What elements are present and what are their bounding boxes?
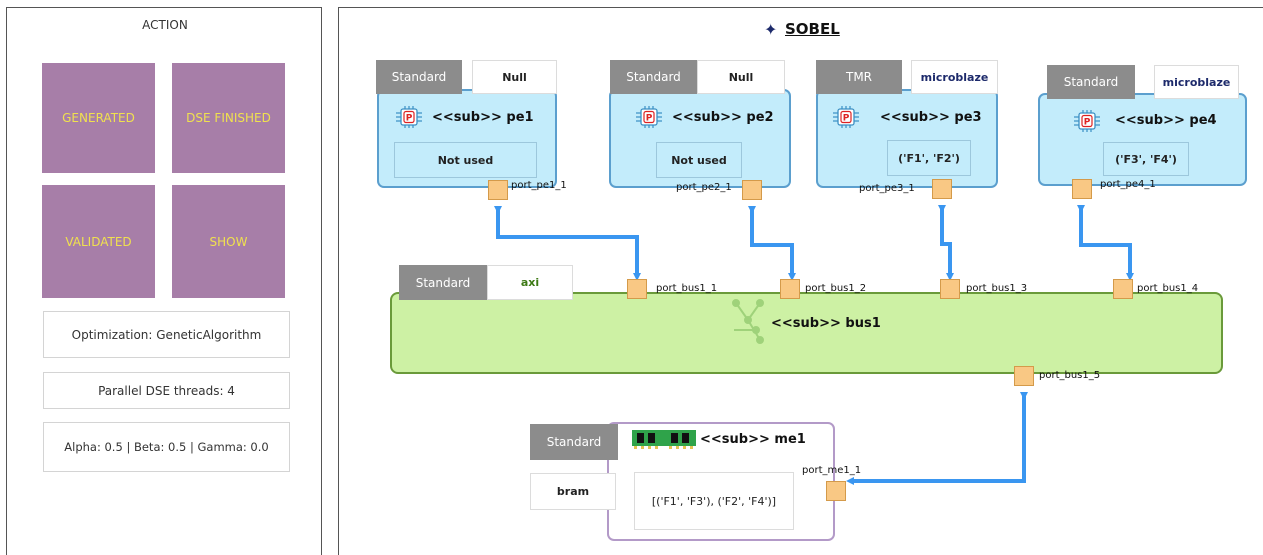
pe2-content: Not used xyxy=(656,142,742,178)
connector-pe1-bus1 xyxy=(494,206,641,281)
pe2-name: <<sub>> pe2 xyxy=(672,110,774,125)
dse-threads-info: Parallel DSE threads: 4 xyxy=(43,372,290,409)
generated-button[interactable]: GENERATED xyxy=(42,63,155,173)
show-button[interactable]: SHOW xyxy=(172,185,285,298)
me1-port-label: port_me1_1 xyxy=(802,465,862,476)
pe1-port[interactable] xyxy=(488,180,508,200)
pe4-type-tag: Standard xyxy=(1047,65,1135,99)
pe3-content: ('F1', 'F2') xyxy=(887,140,971,176)
pe2-impl-tag: Null xyxy=(697,60,785,94)
svg-text:P: P xyxy=(843,114,850,124)
me1-impl-tag: bram xyxy=(530,473,616,510)
pe4-port-label: port_pe4_1 xyxy=(1100,179,1156,190)
svg-text:P: P xyxy=(406,114,413,124)
processor-chip-icon: P xyxy=(396,106,422,128)
dse-finished-button[interactable]: DSE FINISHED xyxy=(172,63,285,173)
processor-chip-icon: P xyxy=(833,106,859,128)
diagram-title: SOBEL xyxy=(785,20,840,38)
pe4-name: <<sub>> pe4 xyxy=(1115,113,1217,128)
bus1-port-5-label: port_bus1_5 xyxy=(1039,370,1101,381)
pe2-type-tag: Standard xyxy=(610,60,697,94)
pe4-content: ('F3', 'F4') xyxy=(1103,142,1189,176)
bus1-port-3[interactable] xyxy=(940,279,960,299)
pe3-type-tag: TMR xyxy=(816,60,902,94)
pe3-name: <<sub>> pe3 xyxy=(880,110,982,125)
action-panel: ACTION GENERATED DSE FINISHED VALIDATED … xyxy=(6,7,322,555)
pe1-type-tag: Standard xyxy=(376,60,462,94)
bus1-node[interactable] xyxy=(390,292,1223,374)
pe1-impl-tag: Null xyxy=(472,60,557,94)
memory-module-icon xyxy=(632,430,696,449)
me1-name: <<sub>> me1 xyxy=(700,432,806,447)
bus1-port-5[interactable] xyxy=(1014,366,1034,386)
bus1-name: <<sub>> bus1 xyxy=(771,316,881,331)
connector-bus1-me1 xyxy=(846,392,1028,485)
me1-port[interactable] xyxy=(826,481,846,501)
bus1-port-1[interactable] xyxy=(627,279,647,299)
svg-text:P: P xyxy=(1084,118,1091,128)
pe1-port-label: port_pe1_1 xyxy=(511,180,567,191)
me1-type-tag: Standard xyxy=(530,424,618,460)
bus1-port-1-label: port_bus1_1 xyxy=(656,283,718,294)
bus1-port-2[interactable] xyxy=(780,279,800,299)
processor-chip-icon: P xyxy=(636,106,662,128)
pe2-port-label: port_pe2_1 xyxy=(676,182,732,193)
bus1-port-2-label: port_bus1_2 xyxy=(805,283,867,294)
pe3-impl-tag: microblaze xyxy=(911,60,998,94)
connector-pe4-bus1 xyxy=(1077,205,1134,281)
bus1-type-tag: Standard xyxy=(399,265,487,300)
bus1-port-4-label: port_bus1_4 xyxy=(1137,283,1199,294)
connector-pe2-bus1 xyxy=(748,206,796,281)
bus1-port-3-label: port_bus1_3 xyxy=(966,283,1028,294)
pe1-content: Not used xyxy=(394,142,537,178)
pe1-name: <<sub>> pe1 xyxy=(432,110,534,125)
action-panel-title: ACTION xyxy=(142,18,188,32)
pe3-port[interactable] xyxy=(932,179,952,199)
validated-button[interactable]: VALIDATED xyxy=(42,185,155,298)
processor-chip-icon: P xyxy=(1074,110,1100,132)
weights-info: Alpha: 0.5 | Beta: 0.5 | Gamma: 0.0 xyxy=(43,422,290,472)
me1-content: [('F1', 'F3'), ('F2', 'F4')] xyxy=(634,472,794,530)
bus1-impl-tag: axi xyxy=(487,265,573,300)
connector-pe3-bus1 xyxy=(938,205,954,281)
pe2-port[interactable] xyxy=(742,180,762,200)
pe4-port[interactable] xyxy=(1072,179,1092,199)
svg-text:P: P xyxy=(646,114,653,124)
pe3-port-label: port_pe3_1 xyxy=(859,183,915,194)
diamond-icon: ✦ xyxy=(764,20,778,39)
pe4-impl-tag: microblaze xyxy=(1154,65,1239,99)
optimization-info: Optimization: GeneticAlgorithm xyxy=(43,311,290,358)
bus-network-icon xyxy=(732,299,764,344)
bus1-port-4[interactable] xyxy=(1113,279,1133,299)
